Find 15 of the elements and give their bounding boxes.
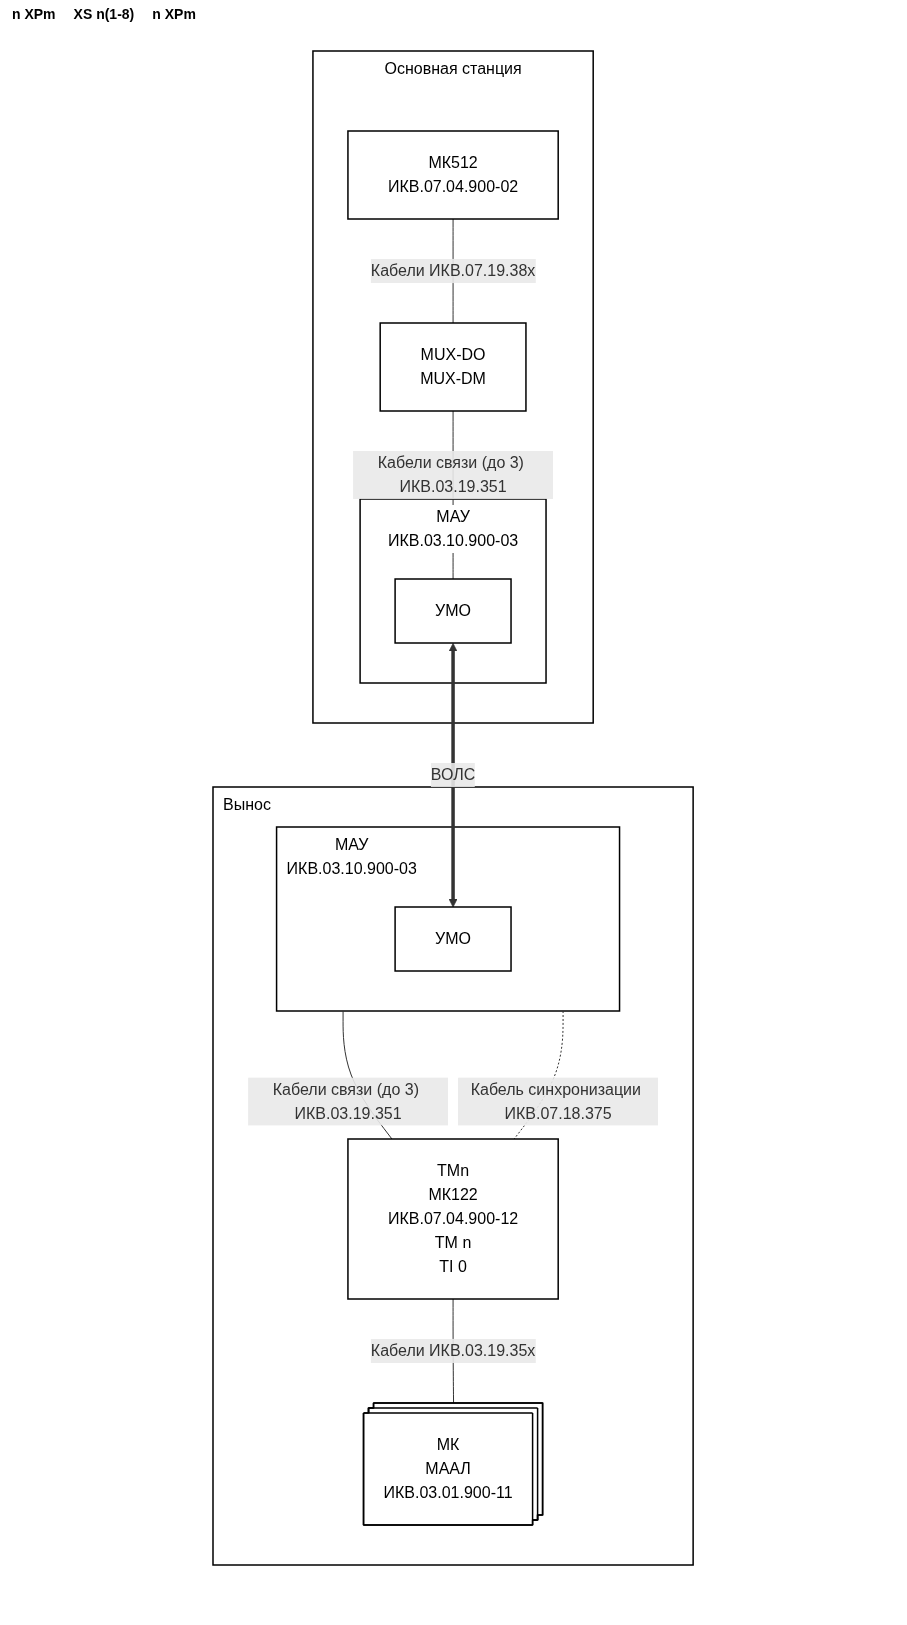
edge-label: Кабели ИКВ.07.19.38x: [371, 262, 536, 279]
port-label: n XPm: [12, 6, 56, 22]
arrow: [449, 643, 458, 908]
edge-label: Кабели ИКВ.03.19.35x: [371, 1342, 536, 1359]
port-label: n XPm: [152, 6, 196, 22]
node-box: УМО: [394, 578, 513, 644]
node-box: TMn МК122 ИКВ.07.04.900-12 TM n TI 0: [347, 1138, 560, 1300]
node-box: УМО: [394, 906, 513, 972]
edge-label: ВОЛС: [431, 766, 476, 783]
port-label: XS n(1-8): [73, 6, 135, 22]
edge-label: Кабель синхронизации ИКВ.07.18.375: [471, 1080, 642, 1122]
node-box: MUX-DO MUX-DM: [379, 322, 528, 412]
edge-label: Кабели связи (до 3) ИКВ.03.19.351: [273, 1080, 420, 1122]
edge-label: Кабели связи (до 3) ИКВ.03.19.351: [378, 454, 525, 495]
node-box: МК512 ИКВ.07.04.900-02: [347, 130, 560, 220]
